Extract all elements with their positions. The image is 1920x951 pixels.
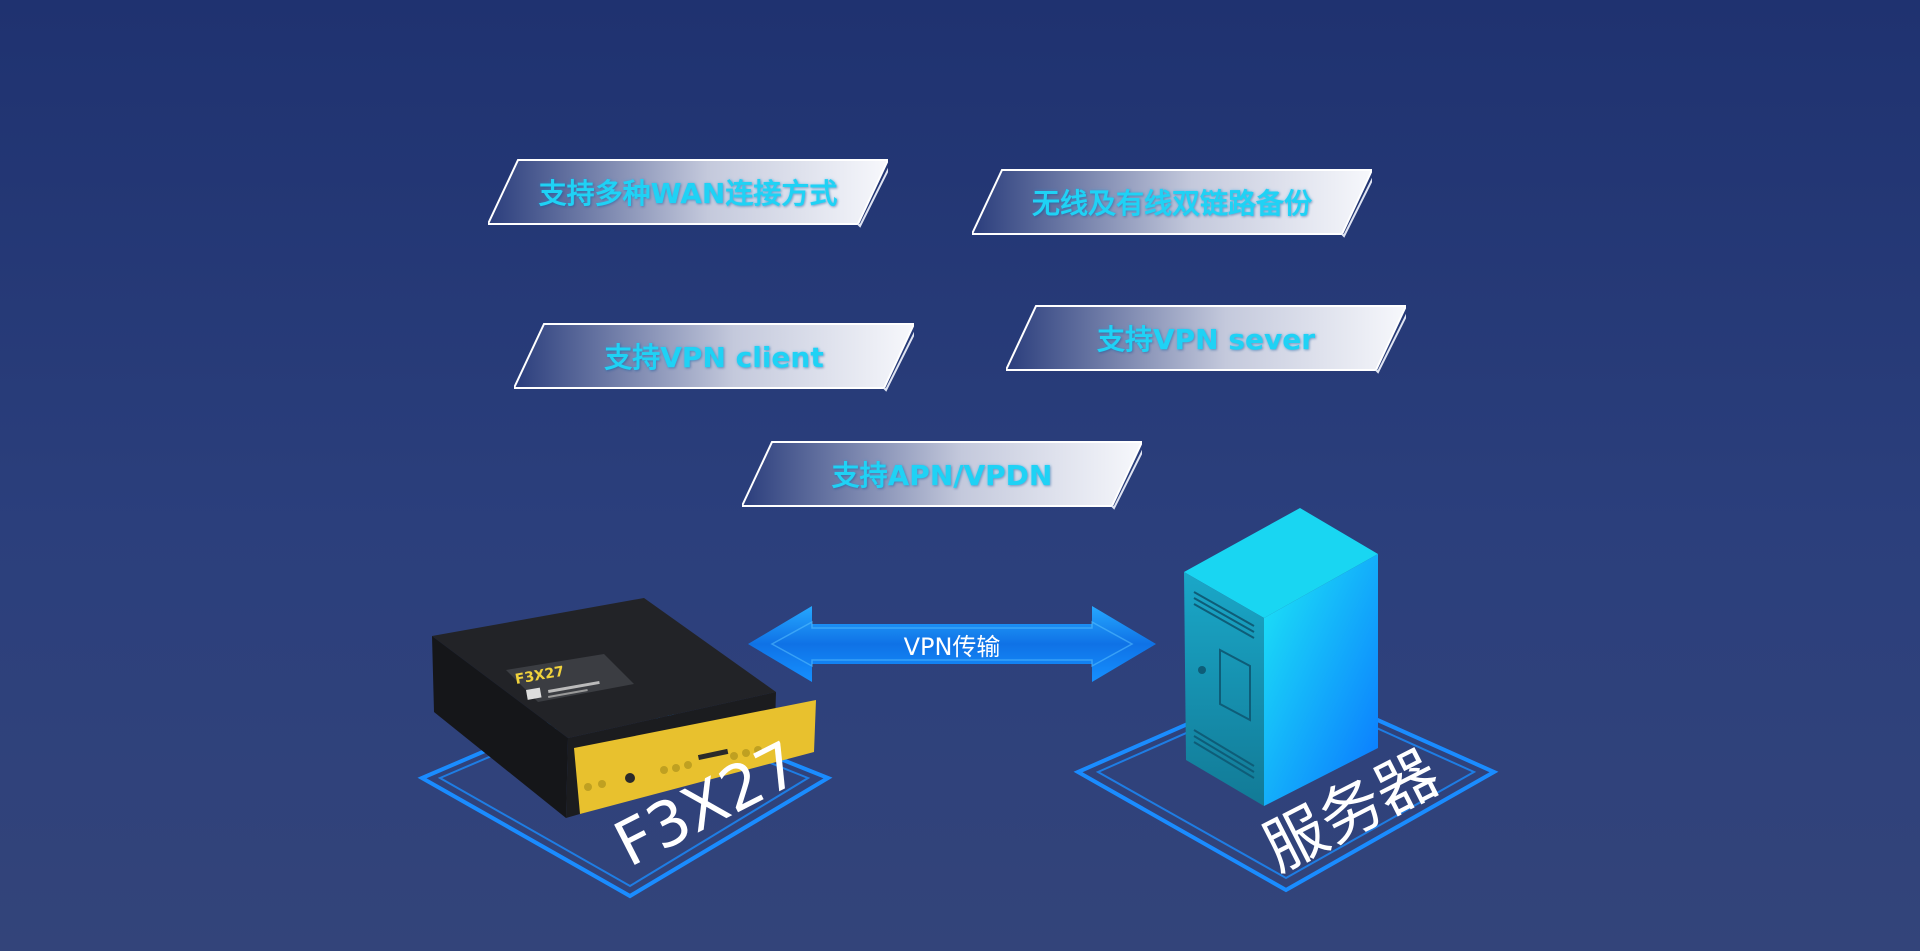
tag-shape <box>514 323 914 392</box>
tag-shape <box>488 159 888 228</box>
feature-tag-vpn-sever: 支持VPN sever <box>1006 302 1406 374</box>
vpn-transfer-arrow: VPN传输 <box>748 604 1156 684</box>
router-device: F3X27 <box>408 592 848 922</box>
server-device <box>1070 500 1510 900</box>
tag-shape <box>1006 305 1406 374</box>
router-illustration: F3X27 <box>417 598 833 899</box>
feature-tag-wan: 支持多种WAN连接方式 <box>488 156 888 228</box>
double-arrow-shape <box>748 606 1156 682</box>
feature-tag-apn-vpdn: 支持APN/VPDN <box>742 438 1142 510</box>
feature-label: 支持VPN client <box>604 341 824 374</box>
tag-shape <box>742 441 1142 510</box>
feature-tag-vpn-client: 支持VPN client <box>514 320 914 392</box>
server-side-face <box>1264 554 1378 806</box>
server-top-face <box>1184 508 1378 618</box>
router-front-panel <box>574 700 816 814</box>
feature-label: 支持VPN sever <box>1096 323 1316 356</box>
feature-label: 支持多种WAN连接方式 <box>538 177 838 210</box>
feature-label: 无线及有线双链路备份 <box>1031 187 1312 220</box>
feature-label: 支持APN/VPDN <box>831 459 1053 492</box>
vpn-transfer-label: VPN传输 <box>903 632 1001 661</box>
tag-shape <box>972 169 1372 238</box>
feature-tag-dual-link-backup: 无线及有线双链路备份 <box>972 166 1372 238</box>
server-illustration <box>1073 508 1499 893</box>
router-side-face <box>432 636 568 818</box>
